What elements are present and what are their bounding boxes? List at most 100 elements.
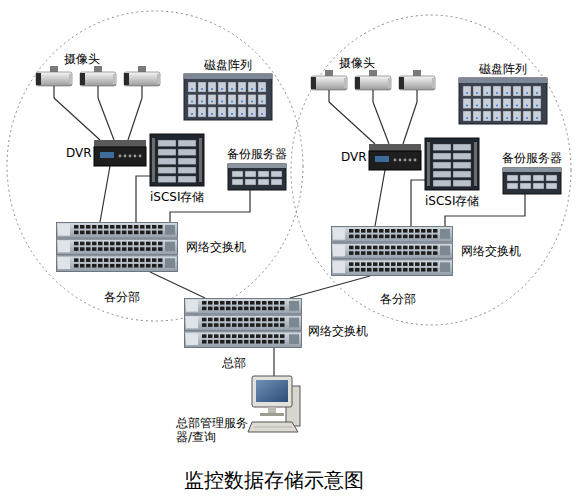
network-switch-part xyxy=(373,246,378,250)
network-switch-part xyxy=(152,247,157,251)
disk-array-part xyxy=(493,99,501,109)
disk-array-part xyxy=(483,111,491,121)
network-switch-part xyxy=(122,225,127,229)
disk-array-part xyxy=(211,101,213,103)
disk-array-part xyxy=(258,95,266,105)
cams-icon xyxy=(309,56,441,102)
core-switch-part xyxy=(244,334,249,338)
camera-group-part xyxy=(388,78,391,88)
disk-array-part xyxy=(198,95,206,105)
device-label: 磁盘阵列 xyxy=(479,62,527,76)
network-switch-part xyxy=(140,264,145,268)
disk-array-part xyxy=(238,95,246,105)
network-switch-part xyxy=(158,231,163,235)
dvr-device-part xyxy=(414,159,417,162)
core-switch-part xyxy=(220,334,225,338)
iscsi-storage-part xyxy=(433,144,451,151)
cams-icon xyxy=(34,52,166,98)
disk-array-part xyxy=(466,92,468,94)
iscsi-storage-part xyxy=(433,180,451,187)
device-label: iSCSI存储 xyxy=(425,194,480,208)
core-switch-part xyxy=(238,301,243,305)
disk-array-part xyxy=(261,113,263,115)
network-switch-part xyxy=(415,251,420,255)
network-switch-part xyxy=(409,235,414,239)
backup-server-part xyxy=(520,183,531,189)
device-label: DVR xyxy=(341,150,367,164)
network-switch-part xyxy=(415,229,420,233)
dvr-device-part xyxy=(404,159,407,162)
camera-group-part xyxy=(97,86,98,98)
disk-array-part xyxy=(496,92,498,94)
network-switch-part xyxy=(409,268,414,272)
core-switch-part xyxy=(208,334,213,338)
disk-array-part xyxy=(184,74,272,120)
core-switch: 网络交换机 xyxy=(184,298,370,348)
disk-drawing xyxy=(459,78,547,124)
backup-server-part xyxy=(245,171,256,177)
core-switch-part xyxy=(185,332,302,348)
network-switch-part xyxy=(373,229,378,233)
network-switch-part xyxy=(333,228,345,240)
network-switch-part xyxy=(367,262,372,266)
disk-array-part xyxy=(221,88,223,90)
network-switch-part xyxy=(152,225,157,229)
core-switch-part xyxy=(232,323,237,327)
network-switch-part xyxy=(92,264,97,268)
iscsi-storage-part xyxy=(453,171,471,178)
backup-server: 备份服务器 xyxy=(226,146,289,190)
switch-icon xyxy=(184,298,370,348)
camera-group-part xyxy=(311,76,347,90)
network-switch-part xyxy=(110,242,115,246)
disk-array-part xyxy=(476,92,478,94)
core-switch-part xyxy=(250,318,255,322)
backup-server-part xyxy=(258,179,269,185)
management-server-part xyxy=(260,413,284,416)
core-switch-part xyxy=(280,301,285,305)
network-switch-part xyxy=(110,225,115,229)
iscsi-storage-part xyxy=(158,176,176,183)
network-switch-part xyxy=(333,261,345,273)
camera-group-part xyxy=(69,74,72,84)
network-switch-part xyxy=(367,268,372,272)
disk-array-part xyxy=(211,113,213,115)
core-switch-part xyxy=(268,307,273,311)
disk-array-part xyxy=(248,82,256,92)
network-switch-part xyxy=(158,264,163,268)
network-switch-part xyxy=(86,242,91,246)
disk-array-part xyxy=(459,78,547,83)
network-switch-part xyxy=(86,225,91,229)
network-switch-part xyxy=(140,225,145,229)
network-switch-part xyxy=(98,264,103,268)
network-switch-part xyxy=(385,268,390,272)
camera-group-part xyxy=(50,66,58,72)
network-switch-part xyxy=(165,225,175,235)
backup-drawing xyxy=(503,168,561,194)
backup-server-part xyxy=(546,183,557,189)
cams-drawing xyxy=(311,70,435,102)
core-switch-part xyxy=(202,340,207,344)
network-switch-part xyxy=(409,251,414,255)
network-switch-part xyxy=(333,245,345,257)
core-switch-part xyxy=(202,307,207,311)
core-switch-part xyxy=(208,323,213,327)
disk-array-part xyxy=(496,117,498,119)
core-switch-part xyxy=(262,340,267,344)
core-switch-part xyxy=(232,340,237,344)
disk-array-part xyxy=(251,113,253,115)
device-label: 备份服务器 xyxy=(227,147,287,161)
iscsi-storage-part xyxy=(433,162,451,169)
disk-array-part xyxy=(251,101,253,103)
disk-array-part xyxy=(208,107,216,117)
dvr-device-part xyxy=(94,140,146,147)
core-switch-part xyxy=(232,318,237,322)
network-switch-part xyxy=(104,247,109,251)
core-switch-part xyxy=(244,318,249,322)
disk-array-part xyxy=(523,86,531,96)
network-switch-part xyxy=(397,235,402,239)
network-switch-part xyxy=(134,225,139,229)
core-switch-part xyxy=(208,301,213,305)
disk-array-part xyxy=(201,113,203,115)
location-label: 总部 xyxy=(222,356,246,370)
network-switch-part xyxy=(397,251,402,255)
